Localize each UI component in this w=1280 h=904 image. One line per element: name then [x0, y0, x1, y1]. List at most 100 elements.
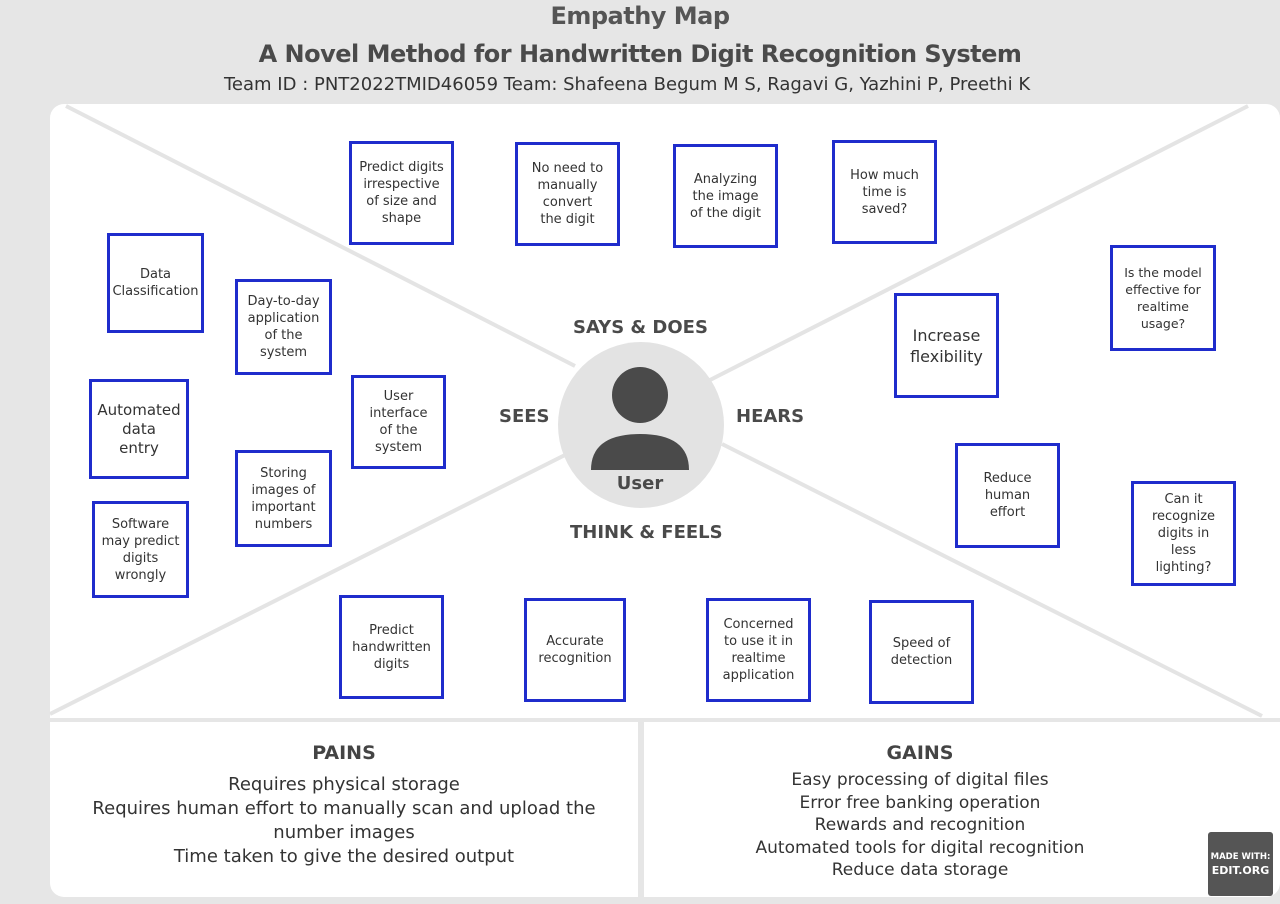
sticky-note-line: of the	[264, 328, 303, 343]
sticky-note-line: wrongly	[114, 567, 167, 583]
sticky-note-line: Is the model	[1124, 265, 1202, 280]
user-circle	[558, 342, 724, 508]
sticky-note-line: realtime	[731, 651, 786, 666]
badge-line2: EDIT.ORG	[1211, 863, 1270, 877]
list-item: Reduce data storage	[831, 860, 1009, 880]
badge-line1: MADE WITH:	[1210, 851, 1271, 862]
sticky-note-line: numbers	[254, 516, 313, 532]
sticky-note-line: system	[374, 440, 422, 455]
sticky-note[interactable]: Day-to-day application of the system	[235, 279, 332, 375]
sticky-note-line: Software	[111, 516, 170, 532]
team-info: Team ID : PNT2022TMID46059 Team: Shafeen…	[224, 74, 1031, 95]
sticky-note-line: data	[122, 419, 156, 438]
list-item: Requires human effort to manually scan a…	[92, 798, 596, 819]
sticky-note-line: Predict	[369, 622, 414, 638]
sticky-note-text: Day-to-day application of the system	[247, 293, 319, 361]
sticky-note-line: images of	[251, 482, 316, 498]
sticky-note-line: to use it in	[723, 634, 794, 649]
sticky-note[interactable]: Speed of detection	[869, 600, 974, 704]
quadrant-label-hears: HEARS	[736, 406, 805, 427]
made-with-badge[interactable]: MADE WITH: EDIT.ORG	[1208, 832, 1273, 896]
divider-top-right	[709, 104, 1249, 382]
sticky-note-text: No need to manually convert the digit	[532, 160, 603, 228]
list-item: Automated tools for digital recognition	[755, 837, 1085, 858]
sticky-note-line: detection	[890, 653, 953, 668]
sticky-note-line: No need to	[531, 161, 604, 176]
list-item: Time taken to give the desired output	[173, 846, 515, 867]
sticky-note-line: interface	[369, 406, 428, 421]
sticky-note-line: manually	[537, 178, 598, 193]
sticky-note-line: digits	[373, 656, 410, 672]
sticky-note-line: effective for	[1125, 282, 1201, 297]
sticky-note-line: Speed of	[892, 636, 951, 651]
sticky-note-line: Predict digits	[359, 160, 444, 175]
sticky-note-line: recognize	[1151, 509, 1216, 524]
list-item: Error free banking operation	[799, 792, 1041, 813]
pains-list: Requires physical storage Requires human…	[50, 773, 638, 869]
sticky-note-line: User	[383, 389, 414, 404]
sticky-note[interactable]: No need to manually convert the digit	[515, 142, 620, 246]
page-title: Empathy Map	[550, 2, 730, 30]
sticky-note-line: handwritten	[352, 639, 431, 655]
user-icon	[591, 367, 689, 470]
sticky-note-line: convert	[542, 195, 593, 210]
list-item: Rewards and recognition	[814, 815, 1026, 835]
sticky-note-line: Can it	[1164, 492, 1203, 507]
list-item: Requires physical storage	[228, 774, 460, 795]
sticky-note-line: system	[260, 345, 307, 360]
sticky-note-line: of the digit	[690, 205, 761, 221]
sticky-note-line: Concerned	[723, 617, 794, 632]
sticky-note-line: saved?	[861, 201, 908, 217]
gains-list: Easy processing of digital files Error f…	[600, 769, 1240, 882]
sticky-note-line: flexibility	[910, 346, 983, 366]
sticky-note-line: How much	[850, 167, 919, 183]
sticky-note-line: Analyzing	[693, 171, 758, 187]
sticky-note-line: Increase	[912, 325, 981, 345]
sticky-note-line: Accurate	[546, 634, 604, 649]
divider-bottom-left	[49, 453, 566, 716]
sticky-note-line: realtime	[1137, 299, 1189, 314]
sticky-note-text: Speed of detection	[891, 635, 952, 669]
list-item: Easy processing of digital files	[791, 770, 1049, 790]
sticky-note-line: lighting?	[1155, 560, 1212, 575]
sticky-note-line: application	[247, 311, 320, 326]
quadrant-label-sees: SEES	[499, 406, 550, 427]
quadrant-label-think-feels: THINK & FEELS	[570, 522, 723, 543]
sticky-note-line: human	[984, 488, 1031, 503]
sticky-note-line: the image	[692, 188, 759, 204]
sticky-note-line: important	[251, 499, 316, 515]
sticky-note-line: may predict	[101, 533, 180, 549]
page-subtitle: A Novel Method for Handwritten Digit Rec…	[258, 40, 1022, 68]
list-item: number images	[273, 822, 415, 843]
sticky-note-line: the digit	[540, 212, 595, 227]
sticky-note-line: shape	[381, 211, 422, 226]
sticky-note-line: Day-to-day	[247, 294, 320, 309]
sticky-note-line: of size and	[366, 194, 437, 209]
